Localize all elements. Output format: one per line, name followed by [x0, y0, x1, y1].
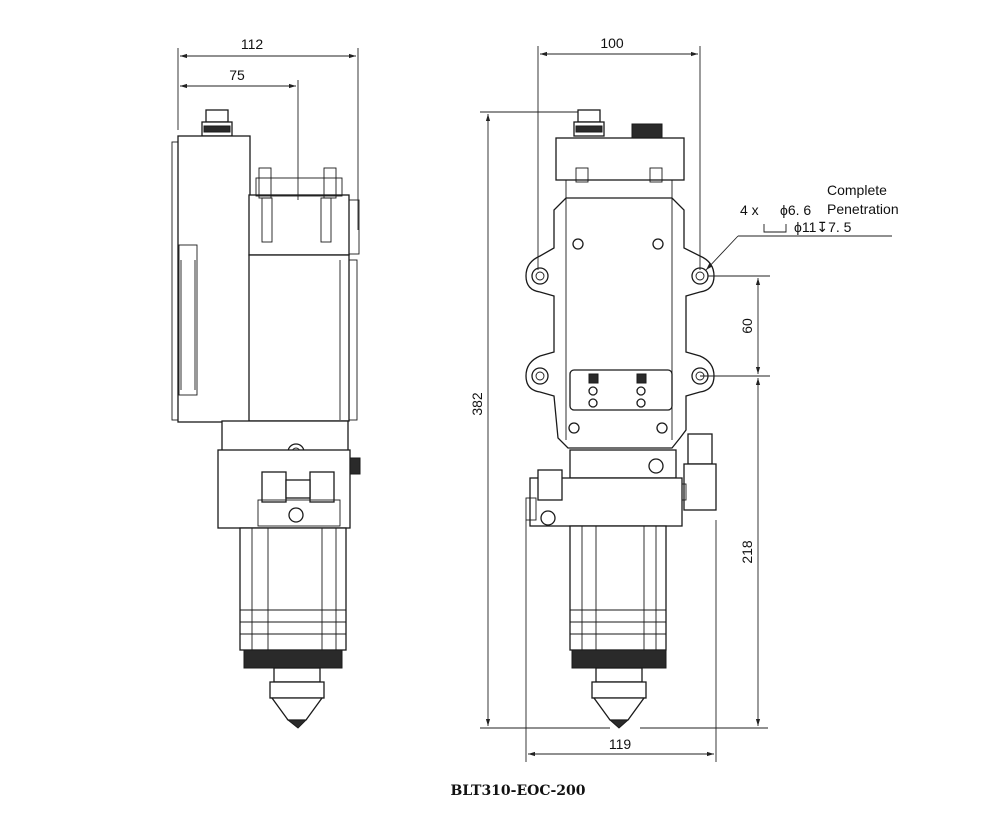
front-screws [568, 238, 668, 434]
side-upper-block [248, 194, 350, 256]
front-cylinder [569, 525, 667, 651]
side-knurl-ring [243, 649, 343, 669]
dim-side-width: 112 [241, 36, 264, 52]
note-complete: Complete [827, 182, 887, 198]
dim-side-offset: 75 [229, 67, 245, 83]
side-view [171, 109, 361, 729]
hole-callout: 4 x ϕ6. 6 ϕ11↧7. 5 Complete Penetration [705, 182, 899, 271]
side-middle-block [248, 254, 350, 422]
dim-lower-height: 218 [739, 540, 755, 564]
dim-bottom-width: 119 [609, 736, 632, 752]
side-fittings [257, 471, 341, 527]
side-nozzle [269, 667, 325, 729]
front-view [525, 109, 717, 729]
front-base [569, 449, 677, 479]
front-side-fitting [675, 433, 717, 511]
front-knurl-ring [571, 649, 667, 669]
dim-front-width: 100 [600, 35, 624, 51]
side-top-connector [201, 109, 233, 137]
side-dimensions: 112 75 [177, 36, 359, 230]
drawing-title: BLT310-EOC-200 [450, 783, 585, 799]
side-left-housing [177, 135, 251, 423]
indicator-panel [569, 369, 673, 411]
front-nozzle [591, 667, 647, 729]
side-cylinder [239, 527, 347, 651]
note-penetration: Penetration [827, 201, 899, 217]
side-base [221, 420, 349, 452]
front-top-housing [555, 137, 685, 181]
front-fittings [525, 469, 563, 526]
callout-count: 4 x [740, 202, 759, 218]
callout-diameter: ϕ6. 6 [780, 202, 811, 218]
counterbore-symbol [763, 224, 787, 233]
callout-counterbore: ϕ11↧7. 5 [794, 219, 852, 235]
dim-hole-spacing: 60 [739, 318, 755, 334]
front-top-connector [573, 109, 663, 139]
front-dimensions: 100 382 119 60 218 [469, 35, 770, 762]
dim-total-height: 382 [469, 392, 485, 416]
